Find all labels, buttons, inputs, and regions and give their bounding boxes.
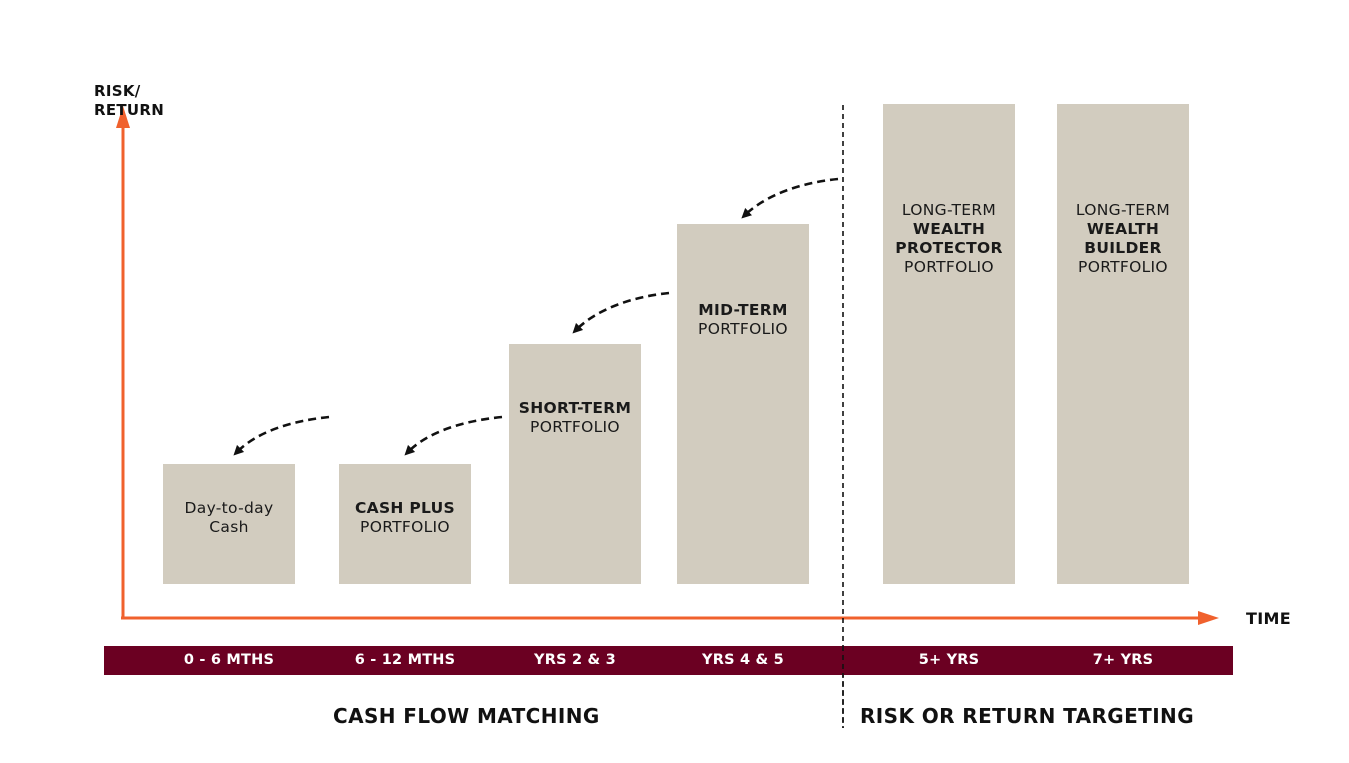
section-label-cash-flow-matching: CASH FLOW MATCHING bbox=[333, 704, 600, 728]
curved-arrow-icon bbox=[404, 415, 503, 456]
timeline-label: 5+ YRS bbox=[918, 652, 980, 668]
x-axis bbox=[121, 611, 1219, 625]
bar-long-term-wealth-protector: LONG-TERM WEALTH PROTECTOR PORTFOLIO bbox=[883, 104, 1015, 584]
bar-label-line: PORTFOLIO bbox=[904, 258, 994, 276]
bar-label-line: WEALTH bbox=[1086, 220, 1160, 238]
bar-label-line: PORTFOLIO bbox=[530, 418, 620, 436]
timeline-label: YRS 2 & 3 bbox=[534, 652, 616, 668]
bar-label-line: PORTFOLIO bbox=[698, 320, 788, 338]
bar-day-to-day-cash: Day-to-day Cash bbox=[163, 464, 295, 584]
bar-label-line: WEALTH bbox=[912, 220, 986, 238]
bar-label-line: LONG-TERM bbox=[1075, 201, 1171, 219]
curved-arrow-icon bbox=[572, 291, 670, 334]
bar-short-term-portfolio: SHORT-TERM PORTFOLIO bbox=[509, 344, 641, 584]
bar-long-term-wealth-builder: LONG-TERM WEALTH BUILDER PORTFOLIO bbox=[1057, 104, 1189, 584]
timeline-label: 6 - 12 MTHS bbox=[354, 652, 456, 668]
bar-label-line: Day-to-day bbox=[184, 499, 274, 517]
bar-label-line: BUILDER bbox=[1084, 239, 1162, 257]
bar-label-line: PROTECTOR bbox=[895, 239, 1003, 257]
bar-label-line: LONG-TERM bbox=[901, 201, 997, 219]
bar-cash-plus-portfolio: CASH PLUS PORTFOLIO bbox=[339, 464, 471, 584]
y-axis-label: RISK/ RETURN bbox=[94, 82, 164, 120]
curved-arrow-icon bbox=[741, 177, 839, 219]
y-axis bbox=[116, 106, 130, 618]
timeline-label: 0 - 6 MTHS bbox=[183, 652, 275, 668]
y-axis-label-line2: RETURN bbox=[94, 101, 165, 119]
flow-arrows bbox=[233, 177, 839, 456]
timeline-label: 7+ YRS bbox=[1092, 652, 1154, 668]
bar-label-line: SHORT-TERM bbox=[518, 399, 632, 417]
bar-label-line: Cash bbox=[209, 518, 249, 536]
bar-label-line: MID-TERM bbox=[698, 301, 788, 319]
bar-label-line: CASH PLUS bbox=[354, 499, 456, 517]
x-axis-label: TIME bbox=[1246, 609, 1291, 628]
y-axis-arrow-icon bbox=[116, 106, 130, 128]
curved-arrow-icon bbox=[233, 415, 330, 456]
bar-label-line: PORTFOLIO bbox=[1078, 258, 1168, 276]
bar-label-line: PORTFOLIO bbox=[360, 518, 450, 536]
section-label-risk-return-targeting: RISK OR RETURN TARGETING bbox=[860, 704, 1195, 728]
timeline-label: YRS 4 & 5 bbox=[702, 652, 784, 668]
bar-mid-term-portfolio: MID-TERM PORTFOLIO bbox=[677, 224, 809, 584]
timeline-band: 0 - 6 MTHS 6 - 12 MTHS YRS 2 & 3 YRS 4 &… bbox=[104, 646, 1233, 675]
x-axis-arrow-icon bbox=[1198, 611, 1219, 625]
y-axis-label-line1: RISK/ bbox=[94, 82, 141, 100]
